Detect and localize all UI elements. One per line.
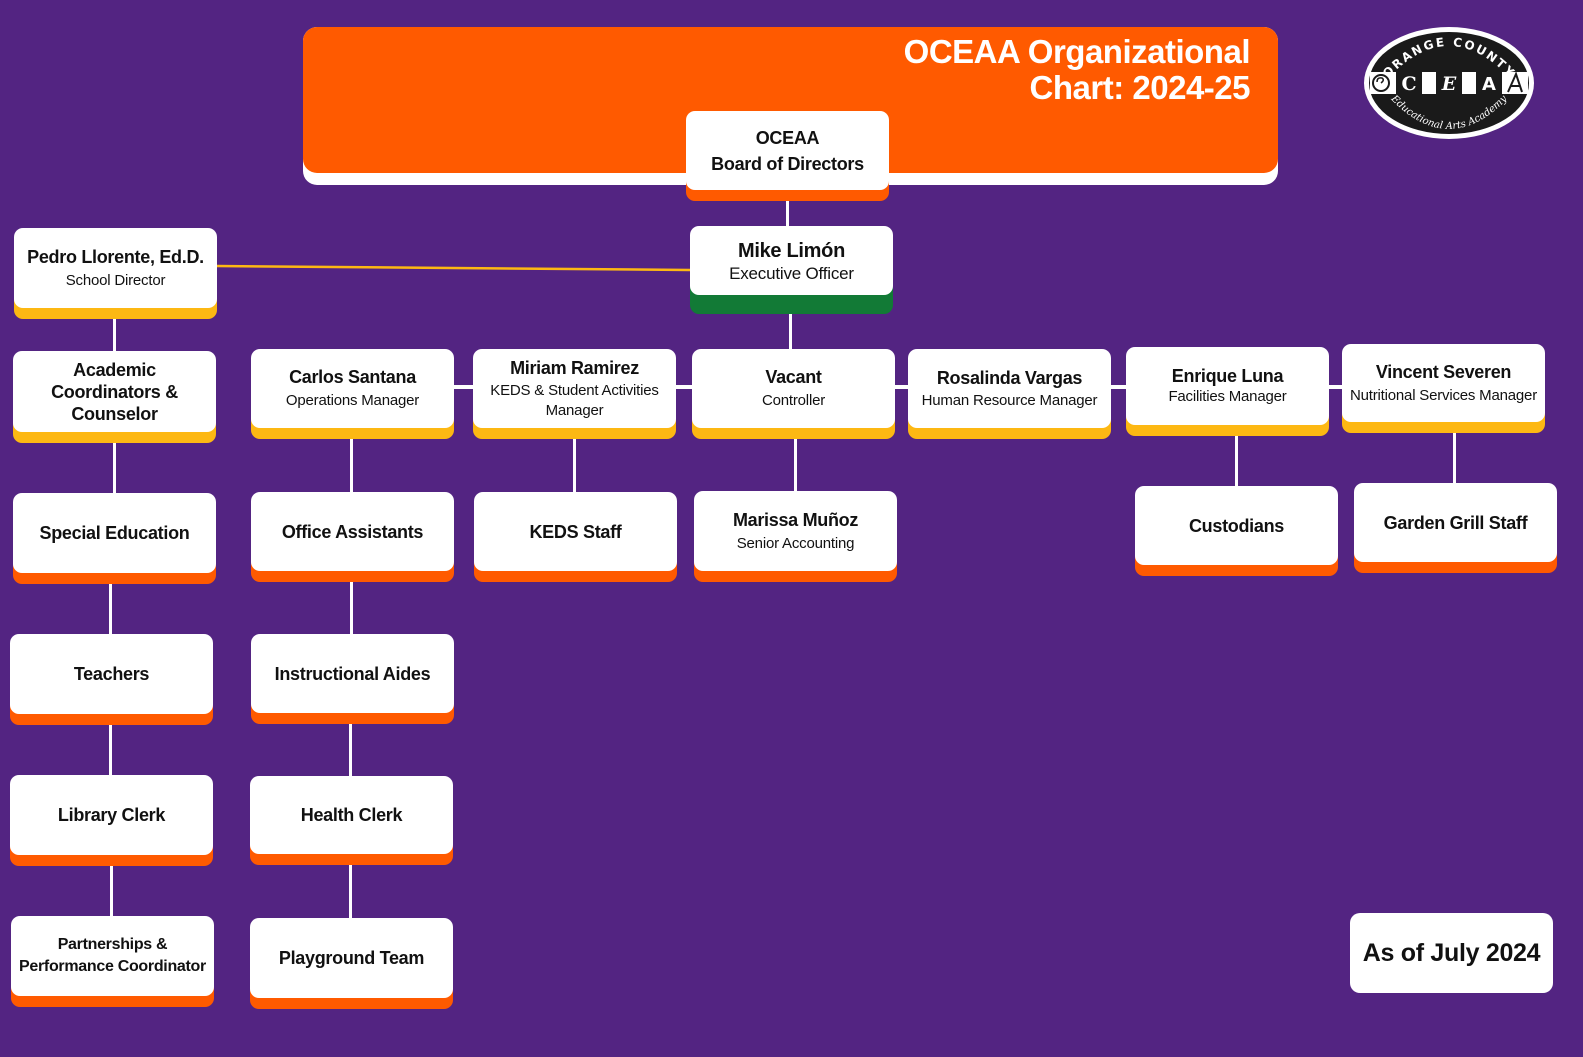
library-clerk-box: Library Clerk [10, 775, 213, 855]
chart-title-line1: OCEAA Organizational [903, 33, 1251, 70]
partnerships-coordinator-box: Partnerships & Performance Coordinator [11, 916, 214, 996]
executive-name: Mike Limón [737, 239, 845, 262]
connector-aides-health [349, 722, 352, 777]
connector-library-partnerships [110, 862, 113, 918]
connector-office-aides [350, 580, 353, 635]
unit-label: Library Clerk [57, 805, 166, 825]
connector-teachers-library [109, 722, 112, 777]
connector-board-exec [786, 198, 789, 228]
board-line2: Board of Directors [711, 153, 864, 174]
executive-officer-box: Mike Limón Executive Officer [690, 226, 893, 295]
academic-coordinators-box: Academic Coordinators & Counselor [13, 351, 216, 432]
unit-label: Health Clerk [300, 805, 403, 825]
unit-label: Partnerships & Performance Coordinator [19, 936, 206, 975]
health-clerk-box: Health Clerk [250, 776, 453, 854]
script-a-icon [1507, 71, 1523, 93]
connector-ops-office [350, 437, 353, 493]
chart-title-line2: Chart: 2024-25 [1029, 69, 1251, 106]
playground-team-box: Playground Team [250, 918, 453, 998]
manager-role: Operations Manager [285, 392, 420, 409]
manager-name: Miriam Ramirez [510, 357, 639, 378]
manager-role: Human Resource Manager [921, 391, 1098, 409]
connector-health-playground [349, 862, 352, 919]
connector-keds-staff [573, 437, 576, 493]
unit-label: KEDS Staff [529, 521, 622, 542]
manager-name: Vincent Severen [1375, 361, 1512, 382]
unit-label: Teachers [73, 664, 150, 684]
manager-role: Nutritional Services Manager [1350, 386, 1537, 404]
logo-letter-a: A [1482, 74, 1496, 95]
connector-facilities-custodians [1235, 433, 1238, 488]
manager-role: KEDS & Student Activities Manager [490, 381, 659, 419]
spiral-icon [1372, 74, 1390, 92]
unit-label: Garden Grill Staff [1383, 512, 1528, 533]
logo-letter-c: C [1401, 73, 1416, 95]
manager-facilities-box: Enrique Luna Facilities Manager [1126, 347, 1329, 425]
manager-name: Carlos Santana [289, 367, 416, 387]
unit-label: Playground Team [278, 948, 425, 968]
accounting-name: Marissa Muñoz [732, 509, 859, 530]
unit-label: Instructional Aides [274, 663, 431, 684]
manager-name: Vacant [765, 367, 822, 387]
as-of-badge: As of July 2024 [1350, 913, 1553, 993]
senior-accounting-box: Marissa Muñoz Senior Accounting [694, 491, 897, 571]
unit-label: Custodians [1188, 515, 1284, 536]
keds-staff-box: KEDS Staff [474, 492, 677, 571]
manager-controller-box: Vacant Controller [692, 349, 895, 428]
special-education-box: Special Education [13, 493, 216, 573]
director-role: School Director [65, 271, 166, 289]
board-of-directors-box: OCEAA Board of Directors [686, 111, 889, 190]
custodians-box: Custodians [1135, 486, 1338, 565]
manager-role: Facilities Manager [1168, 388, 1287, 405]
unit-label: Academic Coordinators & Counselor [51, 359, 178, 424]
manager-keds-box: Miriam Ramirez KEDS & Student Activities… [473, 349, 676, 428]
connector-sped-teachers [109, 580, 112, 635]
connector-exec-controller [789, 312, 792, 350]
manager-operations-box: Carlos Santana Operations Manager [251, 349, 454, 428]
manager-name: Rosalinda Vargas [936, 367, 1083, 388]
office-assistants-box: Office Assistants [251, 492, 454, 571]
executive-role: Executive Officer [729, 263, 854, 283]
unit-label: Office Assistants [281, 521, 424, 542]
school-director-box: Pedro Llorente, Ed.D. School Director [14, 228, 217, 308]
teachers-box: Teachers [10, 634, 213, 714]
chart-title: OCEAA Organizational Chart: 2024-25 [750, 33, 1251, 106]
logo-letter-e: E [1441, 73, 1457, 95]
manager-hr-box: Rosalinda Vargas Human Resource Manager [908, 349, 1111, 428]
manager-role: Controller [761, 392, 826, 409]
garden-grill-staff-box: Garden Grill Staff [1354, 483, 1557, 562]
connector-controller-accounting [794, 437, 797, 493]
accounting-role: Senior Accounting [736, 534, 855, 552]
manager-name: Enrique Luna [1171, 366, 1284, 386]
board-line1: OCEAA [755, 127, 820, 148]
connector-academic-sped [113, 440, 116, 495]
connector-director-academic [113, 316, 116, 352]
director-name: Pedro Llorente, Ed.D. [27, 246, 204, 267]
oceaa-logo: ORANGE COUNTY Educational Arts Academy C… [1364, 27, 1534, 139]
manager-nutrition-box: Vincent Severen Nutritional Services Man… [1342, 344, 1545, 422]
unit-label: Special Education [39, 523, 190, 543]
connector-nutrition-garden [1453, 430, 1456, 485]
instructional-aides-box: Instructional Aides [251, 634, 454, 713]
connector-managers-row [450, 385, 1360, 389]
